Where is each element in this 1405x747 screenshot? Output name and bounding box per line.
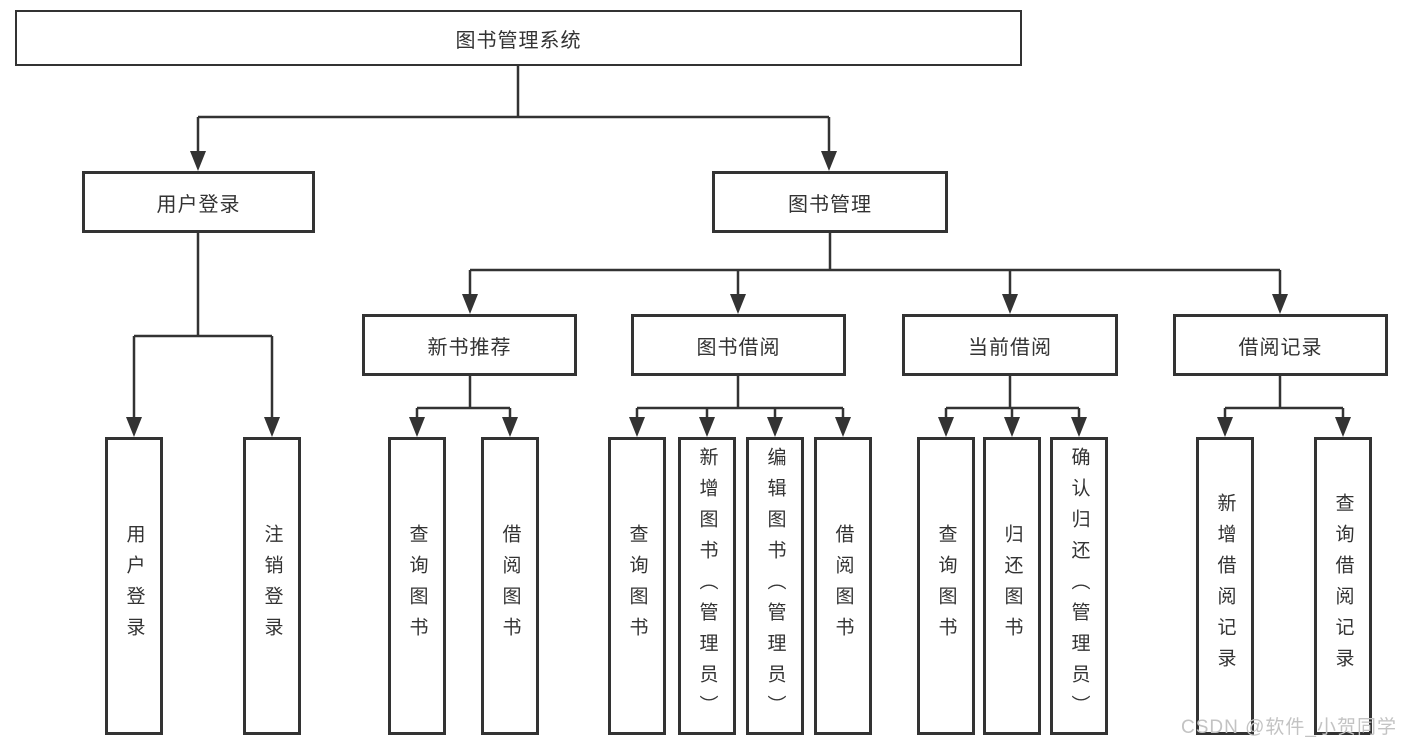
connector-book-borrow-children	[629, 376, 851, 437]
arrowhead	[767, 417, 783, 437]
node-label: 确认归还（管理员）	[1068, 446, 1090, 726]
node-borrow-record: 借阅记录	[1173, 314, 1388, 376]
arrowhead	[730, 294, 746, 314]
node-label: 图书借阅	[696, 336, 781, 359]
arrowhead	[409, 417, 425, 437]
node-label: 新增借阅记录	[1214, 493, 1236, 679]
node-new-book-recommend: 新书推荐	[362, 314, 577, 376]
node-label: 注销登录	[261, 524, 283, 648]
node-label: 当前借阅	[968, 336, 1052, 359]
node-label: 归还图书	[1001, 524, 1023, 648]
node-label: 图书管理系统	[455, 29, 582, 52]
node-label: 查询图书	[935, 524, 957, 648]
node-user-login: 用户登录	[82, 171, 315, 233]
connector-book-management-children	[462, 233, 1288, 314]
node-book-management: 图书管理	[712, 171, 948, 233]
leaf-record-add: 新增借阅记录	[1196, 437, 1254, 735]
leaf-current-query-book: 查询图书	[917, 437, 975, 735]
node-book-borrow: 图书借阅	[631, 314, 846, 376]
leaf-borrow-add-book: 新增图书（管理员）	[678, 437, 736, 735]
node-label: 用户登录	[156, 193, 241, 216]
connector-new-book-recommend-children	[409, 376, 518, 437]
connector-borrow-record-children	[1217, 376, 1351, 437]
leaf-borrow-borrow-book: 借阅图书	[814, 437, 872, 735]
arrowhead	[821, 151, 837, 171]
arrowhead	[1272, 294, 1288, 314]
arrowhead	[699, 417, 715, 437]
node-current-borrow: 当前借阅	[902, 314, 1118, 376]
leaf-borrow-edit-book: 编辑图书（管理员）	[746, 437, 804, 735]
arrowhead	[938, 417, 954, 437]
node-label: 图书管理	[788, 193, 872, 216]
arrowhead	[190, 151, 206, 171]
node-label: 编辑图书（管理员）	[764, 446, 786, 726]
connector-root-to-level2	[190, 66, 837, 171]
leaf-current-return-book: 归还图书	[983, 437, 1041, 735]
node-label: 查询借阅记录	[1332, 493, 1354, 679]
leaf-recommend-query-book: 查询图书	[388, 437, 446, 735]
leaf-borrow-query-book: 查询图书	[608, 437, 666, 735]
node-label: 新增图书（管理员）	[696, 446, 718, 726]
node-label: 新书推荐	[427, 336, 512, 359]
node-label: 借阅记录	[1238, 336, 1323, 359]
arrowhead	[1335, 417, 1351, 437]
csdn-watermark: CSDN @软件_小贺同学	[1181, 717, 1397, 738]
leaf-record-query: 查询借阅记录	[1314, 437, 1372, 735]
arrowhead	[1217, 417, 1233, 437]
node-label: 借阅图书	[832, 524, 854, 648]
node-label: 查询图书	[406, 524, 428, 648]
arrowhead	[1071, 417, 1087, 437]
arrowhead	[502, 417, 518, 437]
arrowhead	[126, 417, 142, 437]
node-label: 查询图书	[626, 524, 648, 648]
leaf-user-login: 用户登录	[105, 437, 163, 735]
leaf-current-confirm-return: 确认归还（管理员）	[1050, 437, 1108, 735]
node-root-library-management-system: 图书管理系统	[15, 10, 1022, 66]
arrowhead	[462, 294, 478, 314]
arrowhead	[1004, 417, 1020, 437]
arrowhead	[264, 417, 280, 437]
leaf-recommend-borrow-book: 借阅图书	[481, 437, 539, 735]
node-label: 用户登录	[123, 524, 145, 648]
arrowhead	[629, 417, 645, 437]
arrowhead	[835, 417, 851, 437]
arrowhead	[1002, 294, 1018, 314]
leaf-logout: 注销登录	[243, 437, 301, 735]
node-label: 借阅图书	[499, 524, 521, 648]
connector-user-login-children	[126, 233, 280, 437]
connector-current-borrow-children	[938, 376, 1087, 437]
